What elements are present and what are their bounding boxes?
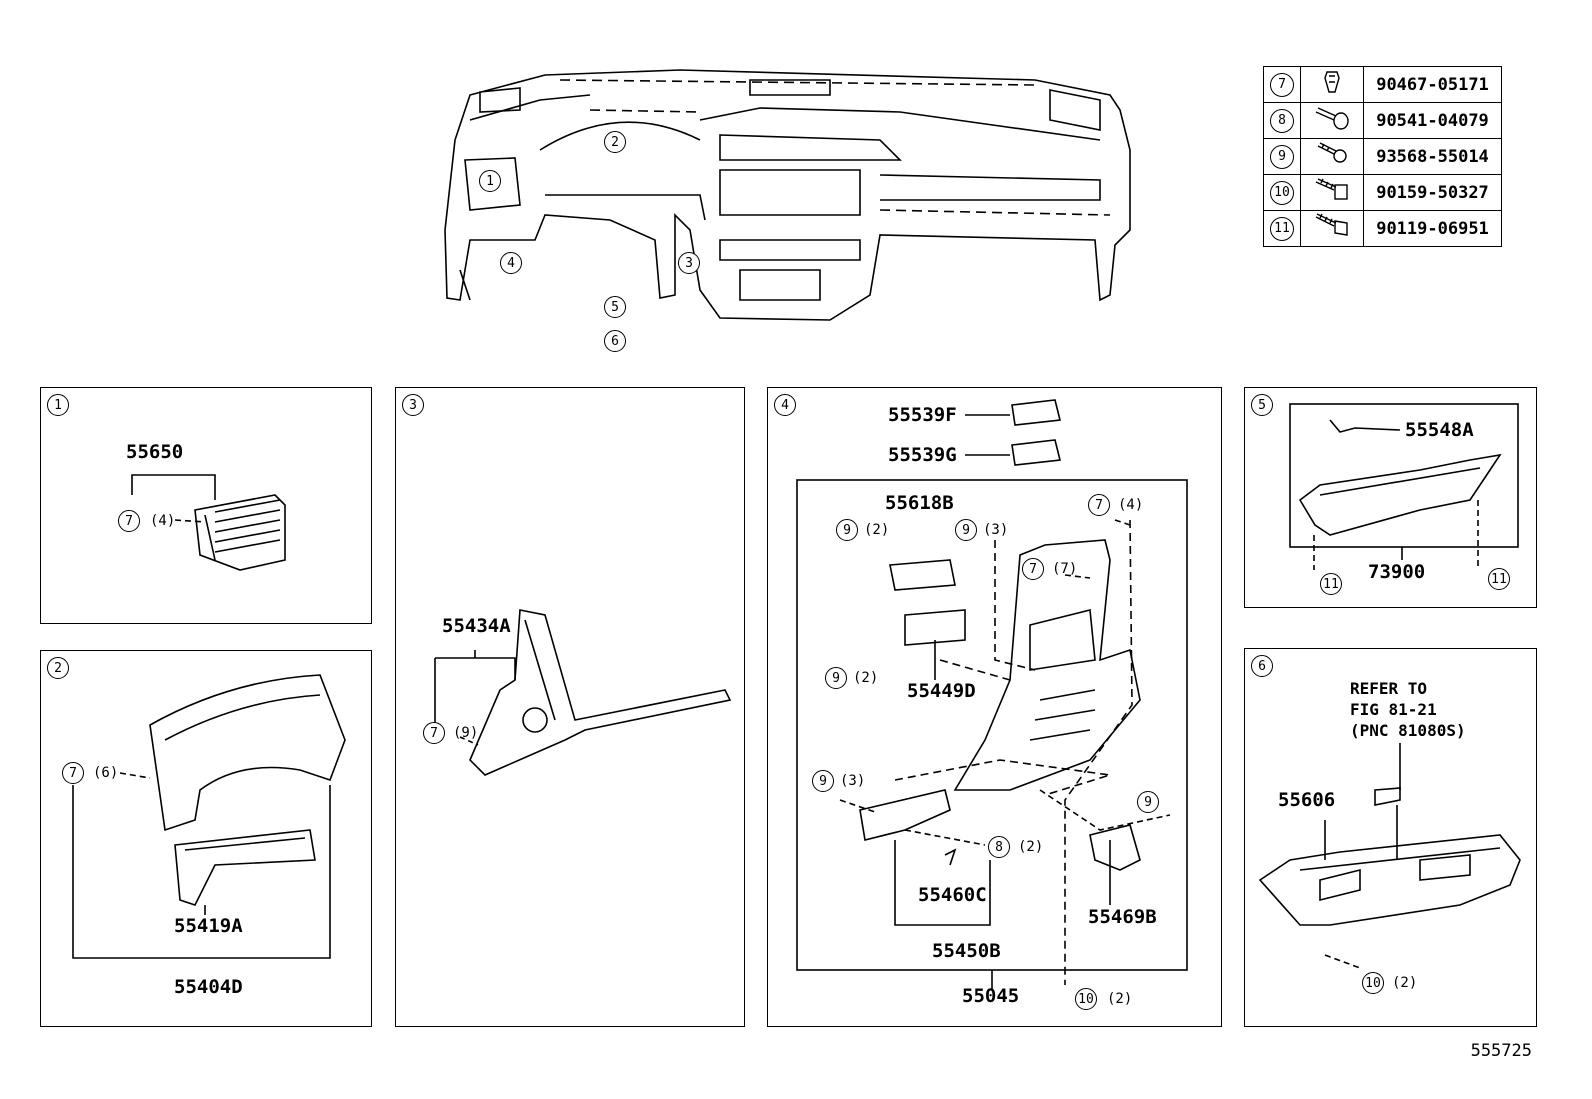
part-label-55469B: 55469B — [1088, 906, 1157, 928]
clip-callout: 7 — [62, 762, 84, 784]
screw-washer-callout: 10 — [1075, 988, 1097, 1010]
rivet-icon — [1315, 107, 1349, 130]
figure-id: 555725 — [1470, 1041, 1532, 1061]
screw-callout: 9 — [1137, 791, 1159, 813]
part-label-55045: 55045 — [962, 985, 1020, 1007]
panel-tag: 4 — [774, 394, 796, 416]
overview-ref-1: 1 — [479, 170, 501, 192]
overview-ref-3: 3 — [678, 252, 700, 274]
fastener-ref: 7 — [1270, 72, 1294, 97]
fastener-row: 7 90467-05171 — [1263, 66, 1502, 103]
rivet-qty: (2) — [1018, 839, 1044, 855]
panel-tag: 3 — [402, 394, 424, 416]
part-label-55618B: 55618B — [885, 492, 954, 514]
part-label-55606: 55606 — [1278, 789, 1336, 811]
fastener-part-number: 90541-04079 — [1363, 102, 1502, 139]
panel-tag: 1 — [47, 394, 69, 416]
pillar-trim-drawing — [434, 609, 732, 776]
clip-qty: (9) — [453, 725, 479, 741]
fastener-row: 9 93568-55014 — [1263, 138, 1502, 175]
part-label-55548A: 55548A — [1405, 419, 1474, 441]
clip-qty: (4) — [1118, 497, 1144, 513]
meter-hood-drawing — [72, 674, 346, 959]
clip-callout: 7 — [118, 510, 140, 532]
fastener-row: 8 90541-04079 — [1263, 102, 1502, 139]
overview-ref-2: 2 — [604, 131, 626, 153]
fastener-table: 7 90467-05171 8 90541-04079 9 93568-5501… — [1263, 66, 1502, 247]
panel-5-glovebox: 5 — [1244, 387, 1537, 608]
screw-washer-callout: 10 — [1362, 972, 1384, 994]
panel-6-center-bracket: 6 — [1244, 648, 1537, 1027]
fastener-part-number: 93568-55014 — [1363, 138, 1502, 175]
screw-icon — [1317, 142, 1347, 163]
screw-callout: 9 — [825, 667, 847, 689]
part-label-55449D: 55449D — [907, 680, 976, 702]
bolt-callout: 11 — [1320, 573, 1342, 595]
part-label-55434A: 55434A — [442, 615, 511, 637]
clip-callout: 7 — [423, 722, 445, 744]
screw-callout: 9 — [812, 770, 834, 792]
overview-ref-5: 5 — [604, 296, 626, 318]
fastener-ref: 11 — [1270, 216, 1294, 241]
panel-tag: 2 — [47, 657, 69, 679]
clip-qty: (6) — [93, 765, 119, 781]
fastener-ref: 10 — [1270, 180, 1294, 205]
bolt-icon — [1315, 213, 1348, 236]
part-label-55419A: 55419A — [174, 915, 243, 937]
panel-3-pillar-trim: 3 — [395, 387, 745, 1027]
screw-washer-qty: (2) — [1392, 975, 1418, 991]
part-label-55539G: 55539G — [888, 444, 957, 466]
fastener-part-number: 90159-50327 — [1363, 174, 1502, 211]
glovebox-drawing — [1289, 403, 1519, 570]
fastener-part-number: 90119-06951 — [1363, 210, 1502, 247]
clip-callout: 7 — [1022, 558, 1044, 580]
clip-icon — [1324, 71, 1340, 93]
fastener-row: 10 90159-50327 — [1263, 174, 1502, 211]
panel-tag: 6 — [1251, 655, 1273, 677]
fastener-part-number: 90467-05171 — [1363, 66, 1502, 103]
bolt-callout: 11 — [1488, 568, 1510, 590]
screw-qty: (2) — [853, 670, 879, 686]
part-label-55650: 55650 — [126, 441, 184, 463]
part-label-73900: 73900 — [1368, 561, 1426, 583]
fastener-ref: 8 — [1270, 108, 1294, 133]
overview-ref-4: 4 — [500, 252, 522, 274]
screw-washer-qty: (2) — [1107, 991, 1133, 1007]
part-label-55404D: 55404D — [174, 976, 243, 998]
rivet-callout: 8 — [988, 836, 1010, 858]
clip-callout: 7 — [1088, 494, 1110, 516]
screw-qty: (2) — [864, 522, 890, 538]
clip-qty: (7) — [1052, 561, 1078, 577]
clip-qty: (4) — [150, 513, 176, 529]
fastener-ref: 9 — [1270, 144, 1294, 169]
overview-ref-6: 6 — [604, 330, 626, 352]
screw-qty: (3) — [840, 773, 866, 789]
refer-to-note: REFER TO FIG 81-21 (PNC 81080S) — [1350, 679, 1466, 740]
screw-qty: (3) — [983, 522, 1009, 538]
panel-tag: 5 — [1251, 394, 1273, 416]
fastener-row: 11 90119-06951 — [1263, 210, 1502, 247]
part-label-55539F: 55539F — [888, 404, 957, 426]
panel-1-vent: 1 — [40, 387, 372, 624]
part-label-55450B: 55450B — [932, 940, 1001, 962]
panel-4-lower-panel: 4 — [767, 387, 1222, 1027]
lower-panel-drawing — [796, 399, 1188, 990]
part-label-55460C: 55460C — [918, 884, 987, 906]
vent-55650-drawing — [131, 474, 286, 571]
dashboard-overview-drawing — [444, 69, 1131, 321]
panel-2-meter-hood: 2 — [40, 650, 372, 1027]
screw-callout: 9 — [836, 519, 858, 541]
screw-callout: 9 — [955, 519, 977, 541]
bracket-55606-drawing — [1258, 743, 1521, 969]
screw-washer-icon — [1315, 178, 1348, 200]
